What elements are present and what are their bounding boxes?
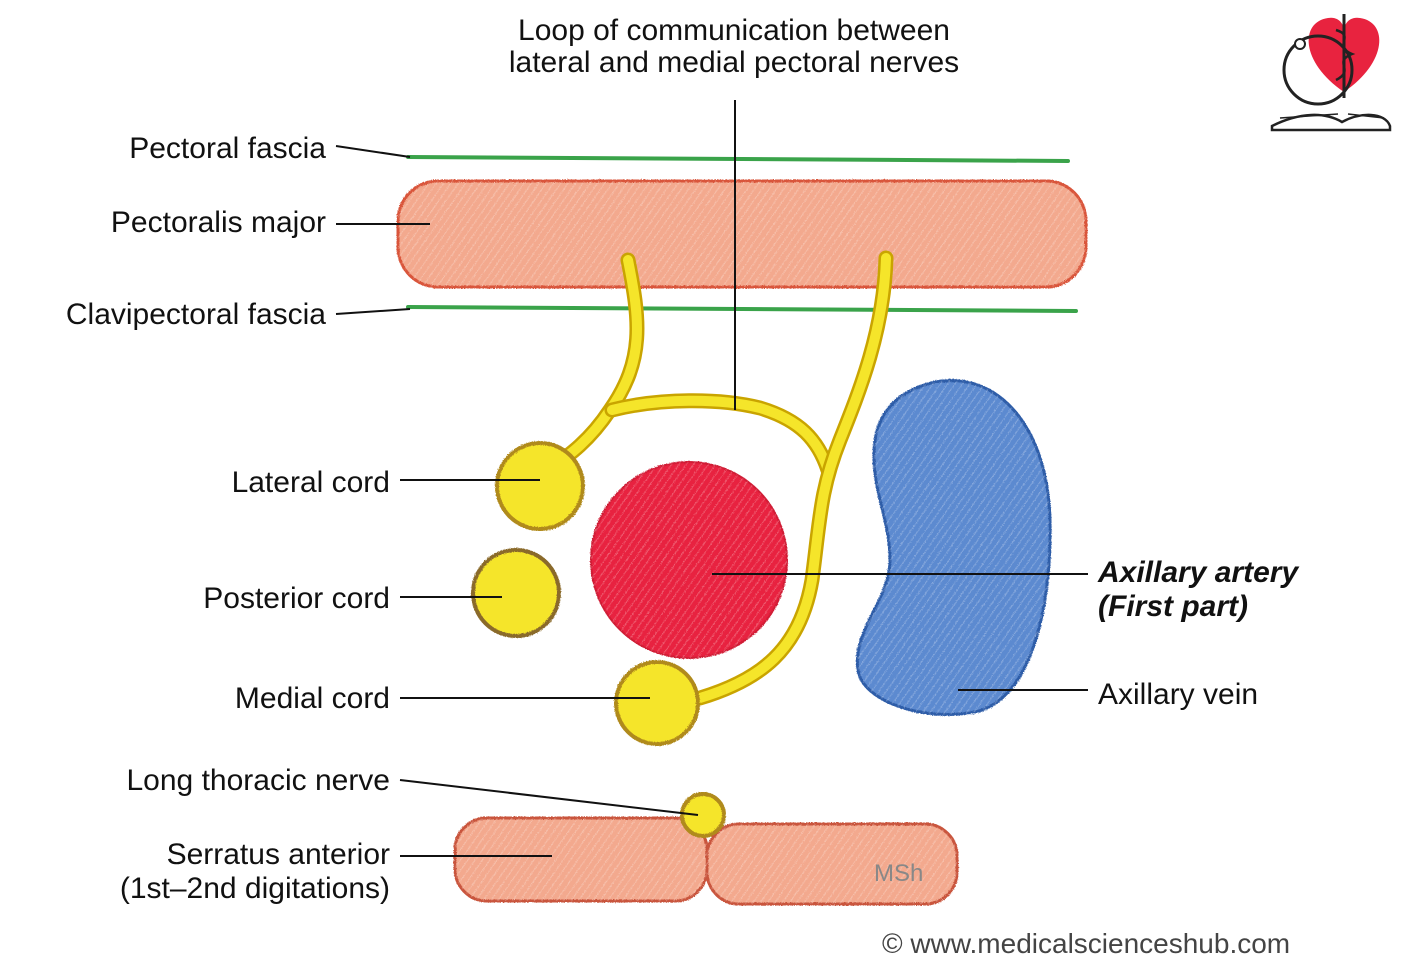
medial-cord-label: Medial cord — [234, 682, 390, 715]
heart-caduceus-book-logo — [1270, 14, 1392, 132]
long-thoracic-nerve-label: Long thoracic nerve — [126, 764, 391, 797]
long-thoracic-nerve-shape — [680, 792, 726, 838]
axillary-vein-label: Axillary vein — [1098, 678, 1259, 711]
pectoralis-major-label: Pectoralis major — [110, 206, 326, 239]
axillary-artery-label-line-1: Axillary artery — [1098, 556, 1299, 589]
pectoral-fascia-label: Pectoral fascia — [129, 132, 326, 165]
axillary-artery-shape — [590, 461, 788, 659]
posterior-cord-label: Posterior cord — [203, 582, 390, 615]
lateral-cord-label: Lateral cord — [231, 466, 390, 499]
loop-label-line-2: lateral and medial pectoral nerves — [508, 46, 960, 79]
pectoralis-major-muscle — [396, 179, 1088, 289]
communicating-loop — [604, 393, 836, 478]
axillary-artery-label-line-2: (First part) — [1098, 590, 1248, 623]
artist-mark: MSh — [874, 860, 924, 887]
pectoral-fascia-line — [406, 155, 1070, 163]
serratus-anterior-label-line-1: Serratus anterior — [166, 838, 390, 871]
loop-label-line-1: Loop of communication between — [518, 14, 950, 47]
clavipectoral-fascia-line — [406, 305, 1078, 313]
medial-cord-shape — [614, 660, 700, 746]
serratus-anterior-muscle — [453, 816, 959, 906]
leader-pectoral-fascia — [335, 145, 411, 158]
copyright-text: © www.medicalscienceshub.com — [882, 928, 1291, 959]
leader-clavipectoral-fascia — [335, 308, 411, 315]
serratus-anterior-label-line-2: (1st–2nd digitations) — [119, 872, 390, 905]
axillary-vein-shape — [855, 379, 1052, 716]
leader-long-thoracic-nerve — [399, 779, 699, 816]
posterior-cord-shape — [471, 548, 561, 638]
leader-lines — [335, 100, 1088, 857]
lateral-cord-shape — [495, 441, 585, 531]
clavipectoral-fascia-label: Clavipectoral fascia — [65, 298, 326, 331]
